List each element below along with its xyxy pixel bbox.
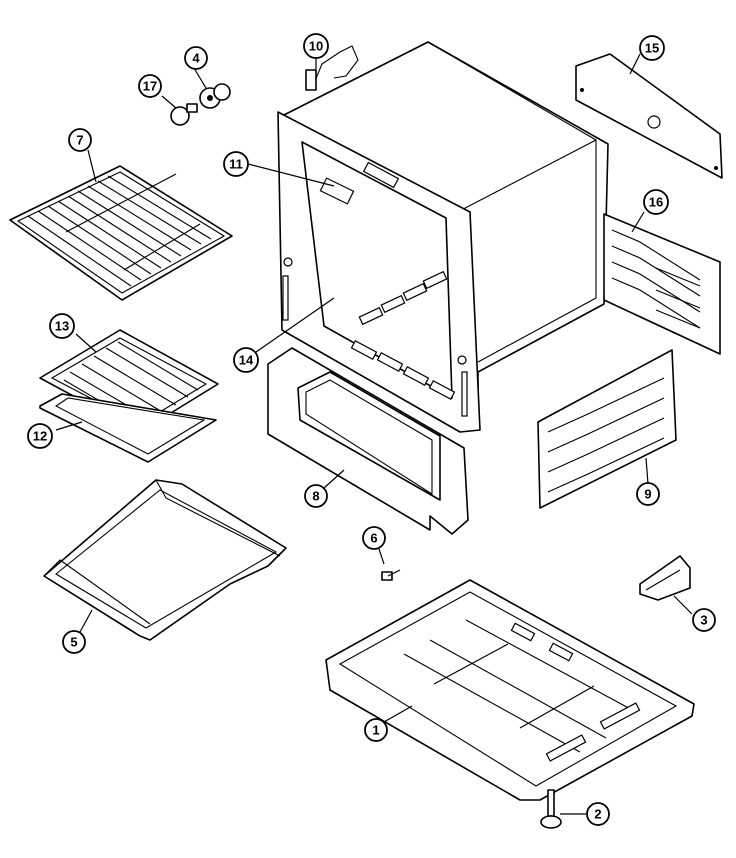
callout-11-label: 11 — [229, 157, 243, 172]
callout-4: 4 — [184, 46, 208, 70]
broiler-pan-part — [39, 393, 217, 463]
callout-8: 8 — [304, 484, 328, 508]
callout-2: 2 — [586, 802, 610, 826]
oven-cavity-part — [277, 41, 609, 433]
callout-16-label: 16 — [649, 195, 663, 210]
callout-8-label: 8 — [312, 489, 319, 504]
callout-14: 14 — [233, 347, 259, 373]
callout-9-label: 9 — [644, 487, 651, 502]
callout-16: 16 — [643, 189, 669, 215]
callout-7-label: 7 — [76, 133, 83, 148]
callout-6: 6 — [362, 526, 386, 550]
side-panel-16-part — [603, 213, 721, 355]
callout-6-label: 6 — [370, 531, 377, 546]
wire-sensor-part — [305, 45, 359, 91]
callout-15: 15 — [639, 35, 665, 61]
callout-4-label: 4 — [192, 51, 200, 66]
callout-5-label: 5 — [70, 635, 77, 650]
callout-10: 10 — [303, 33, 329, 59]
bracket-part — [639, 555, 691, 601]
callout-9: 9 — [636, 482, 660, 506]
light-bulb-part — [170, 103, 198, 126]
callout-17: 17 — [138, 74, 162, 98]
callout-12-label: 12 — [33, 429, 47, 444]
callout-14-label: 14 — [239, 353, 254, 368]
lower-front-panel-part — [267, 347, 469, 535]
storage-tray-part — [43, 479, 287, 641]
callout-2-label: 2 — [594, 807, 601, 822]
callout-13-label: 13 — [55, 319, 69, 334]
oven-rack-part — [9, 165, 233, 301]
callout-12: 12 — [27, 423, 53, 449]
callout-17-label: 17 — [143, 79, 157, 94]
screw-part — [381, 569, 401, 581]
callout-3: 3 — [692, 608, 716, 632]
lamp-socket-part — [199, 83, 231, 109]
callout-13: 13 — [49, 313, 75, 339]
rear-panel-15-part — [575, 53, 723, 179]
callout-15-label: 15 — [645, 41, 659, 56]
side-panel-9-part — [537, 349, 677, 509]
callout-1-label: 1 — [372, 723, 379, 738]
callout-7: 7 — [68, 128, 92, 152]
leader-lines — [55, 53, 693, 815]
leveling-leg-part — [540, 789, 562, 829]
callout-5: 5 — [62, 630, 86, 654]
callout-10-label: 10 — [309, 39, 323, 54]
callout-3-label: 3 — [700, 613, 707, 628]
callout-11: 11 — [223, 151, 249, 177]
base-part — [325, 579, 695, 801]
callout-1: 1 — [364, 718, 388, 742]
